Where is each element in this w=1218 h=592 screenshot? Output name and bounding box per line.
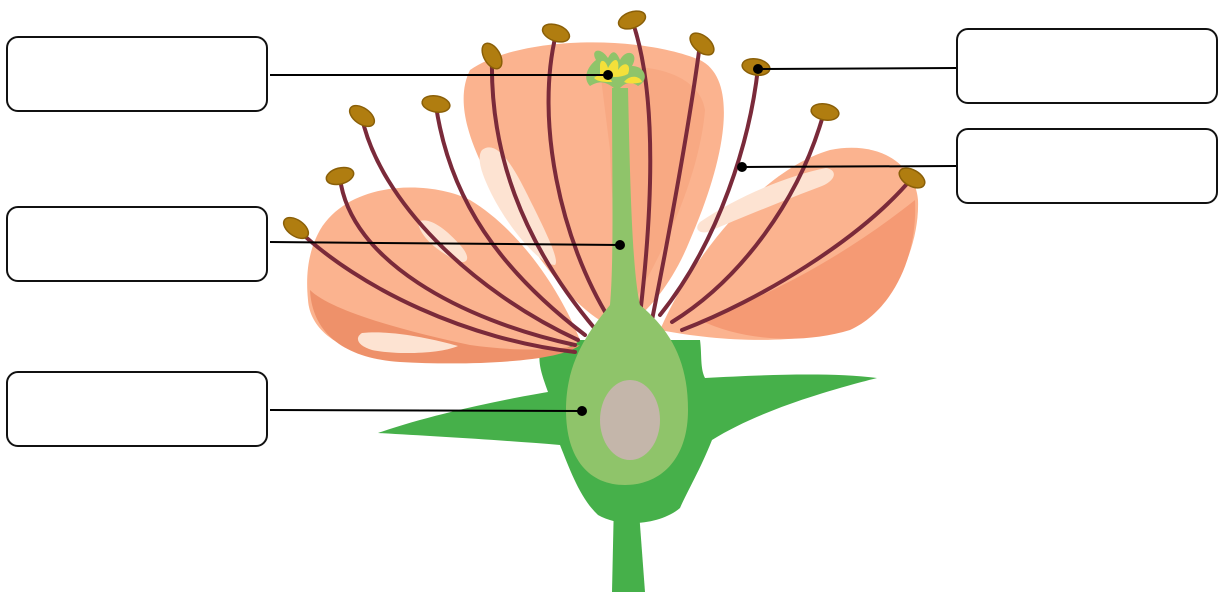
- anther-4: [421, 94, 451, 115]
- leader-dot-style: [615, 240, 625, 250]
- label-box-style[interactable]: [6, 206, 268, 282]
- anther-7: [616, 8, 648, 33]
- label-box-filament[interactable]: [956, 128, 1218, 204]
- label-box-anther[interactable]: [956, 28, 1218, 104]
- leader-dot-stigma: [603, 70, 613, 80]
- leader-dot-anther: [753, 64, 763, 74]
- leader-line-ovary: [270, 410, 582, 411]
- leader-line-anther: [758, 68, 956, 69]
- leader-dot-filament: [737, 162, 747, 172]
- anther-2: [324, 165, 355, 188]
- ovule: [600, 380, 660, 460]
- anther-8: [686, 29, 718, 59]
- anther-6: [540, 21, 572, 46]
- label-box-stigma[interactable]: [6, 36, 268, 112]
- leader-line-filament: [742, 166, 956, 167]
- leader-dot-ovary: [577, 406, 587, 416]
- anther-10: [810, 102, 840, 123]
- label-box-ovary[interactable]: [6, 371, 268, 447]
